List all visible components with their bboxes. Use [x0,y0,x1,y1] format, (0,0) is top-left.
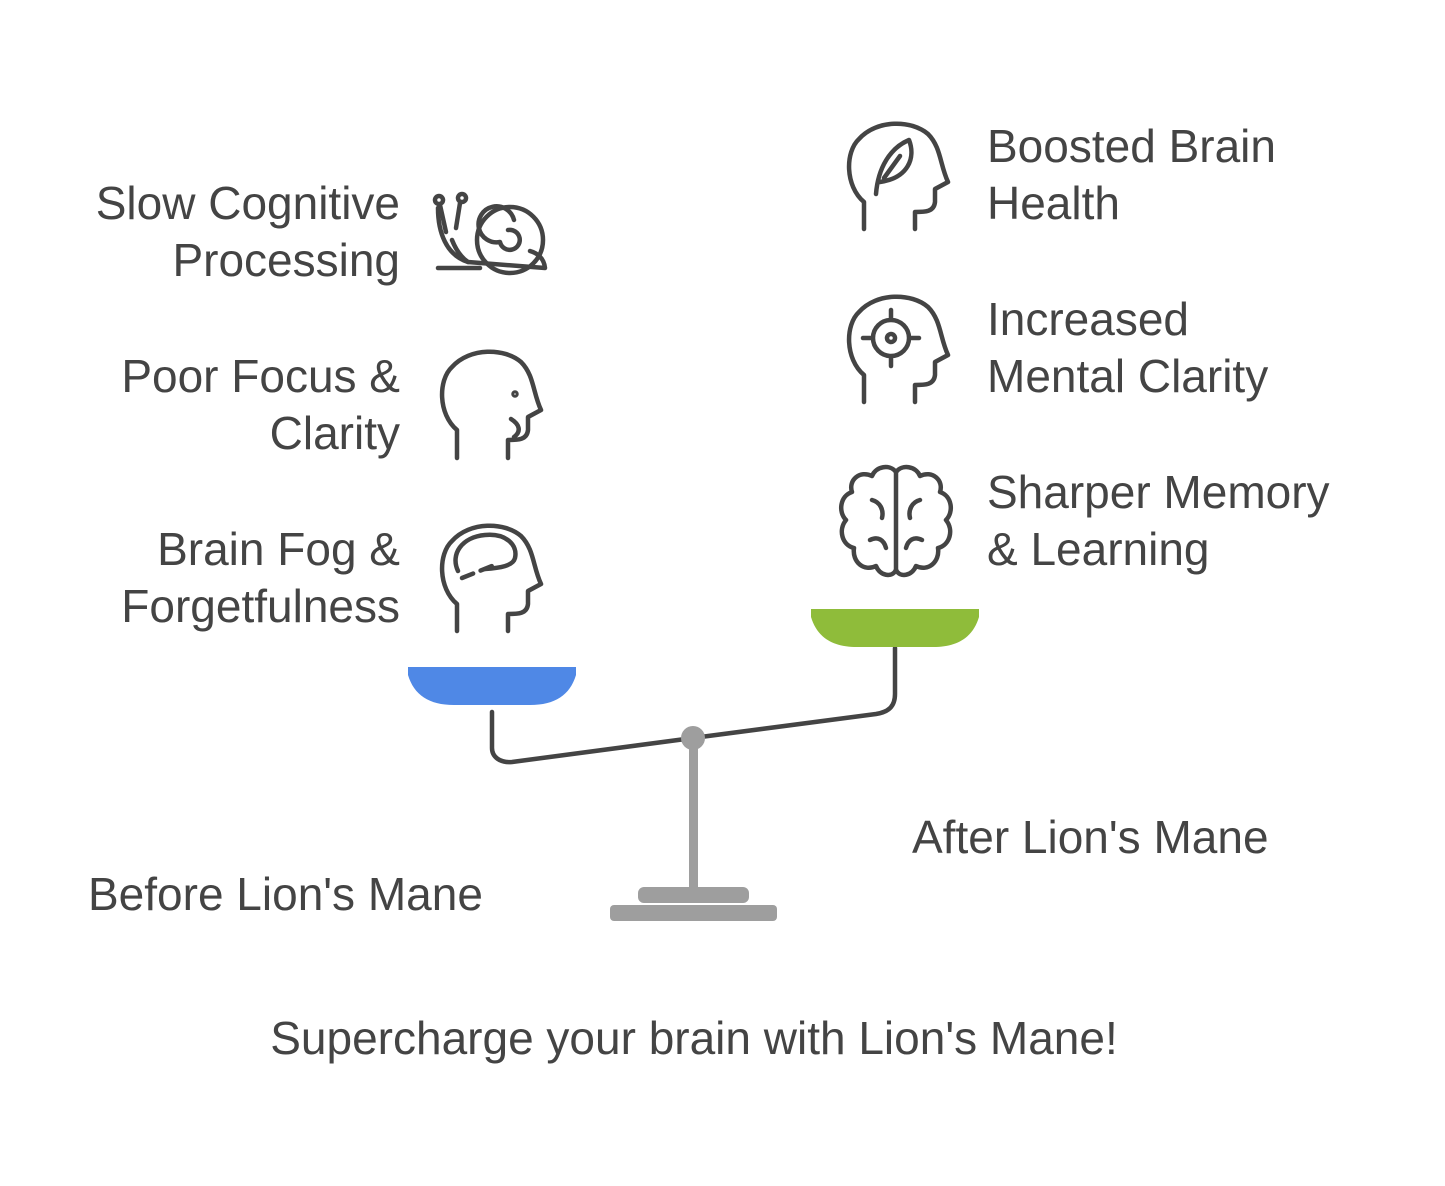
foggy-brain-head-icon [439,523,544,634]
before-title: Before Lion's Mane [88,868,483,920]
before-pan [408,667,576,705]
snail-icon [432,191,548,276]
before-item-label-1: Slow Cognitive Processing [95,177,400,286]
brain-icon [838,464,954,578]
confused-head-icon [439,349,544,461]
leaf-head-icon [846,121,951,232]
after-pan [811,609,979,647]
after-item-label-3: Sharper Memory & Learning [987,466,1330,575]
after-item-label-2: Increased Mental Clarity [987,293,1269,402]
target-head-icon [846,294,951,405]
before-item-label-2: Poor Focus & Clarity [121,350,400,459]
tagline: Supercharge your brain with Lion's Mane! [270,1012,1118,1064]
before-item-label-3: Brain Fog & Forgetfulness [121,523,400,632]
after-item-label-1: Boosted Brain Health [987,120,1276,229]
after-title: After Lion's Mane [912,811,1269,863]
scale-pivot [681,726,705,750]
scale-stand [610,745,777,921]
